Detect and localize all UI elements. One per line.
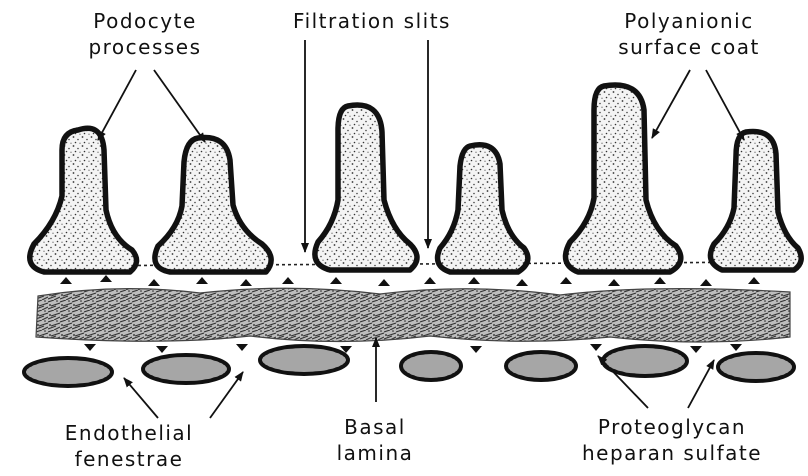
label-filtration-slits: Filtration slits (272, 8, 472, 34)
label-polyanionic-line1: Polyanionic (574, 8, 804, 34)
label-endothelial-line1: Endothelial (34, 420, 224, 446)
label-endothelial-fenestrae: Endothelial fenestrae (34, 420, 224, 472)
label-podocyte-processes: Podocyte processes (50, 8, 240, 60)
label-basal-line2: lamina (310, 440, 440, 466)
label-basal-line1: Basal (310, 414, 440, 440)
label-basal-lamina: Basal lamina (310, 414, 440, 466)
label-polyanionic-surface-coat: Polyanionic surface coat (574, 8, 804, 60)
label-podocyte-line2: processes (50, 34, 240, 60)
label-filtration-slits-text: Filtration slits (272, 8, 472, 34)
label-proteoglycan-heparan-sulfate: Proteoglycan heparan sulfate (556, 414, 788, 466)
endothelial-pads (24, 346, 794, 386)
basal-lamina-band (36, 288, 790, 342)
label-endothelial-line2: fenestrae (34, 446, 224, 472)
label-podocyte-line1: Podocyte (50, 8, 240, 34)
label-polyanionic-line2: surface coat (574, 34, 804, 60)
label-proteoglycan-line1: Proteoglycan (556, 414, 788, 440)
label-proteoglycan-line2: heparan sulfate (556, 440, 788, 466)
podocyte-foot-processes (30, 85, 801, 272)
